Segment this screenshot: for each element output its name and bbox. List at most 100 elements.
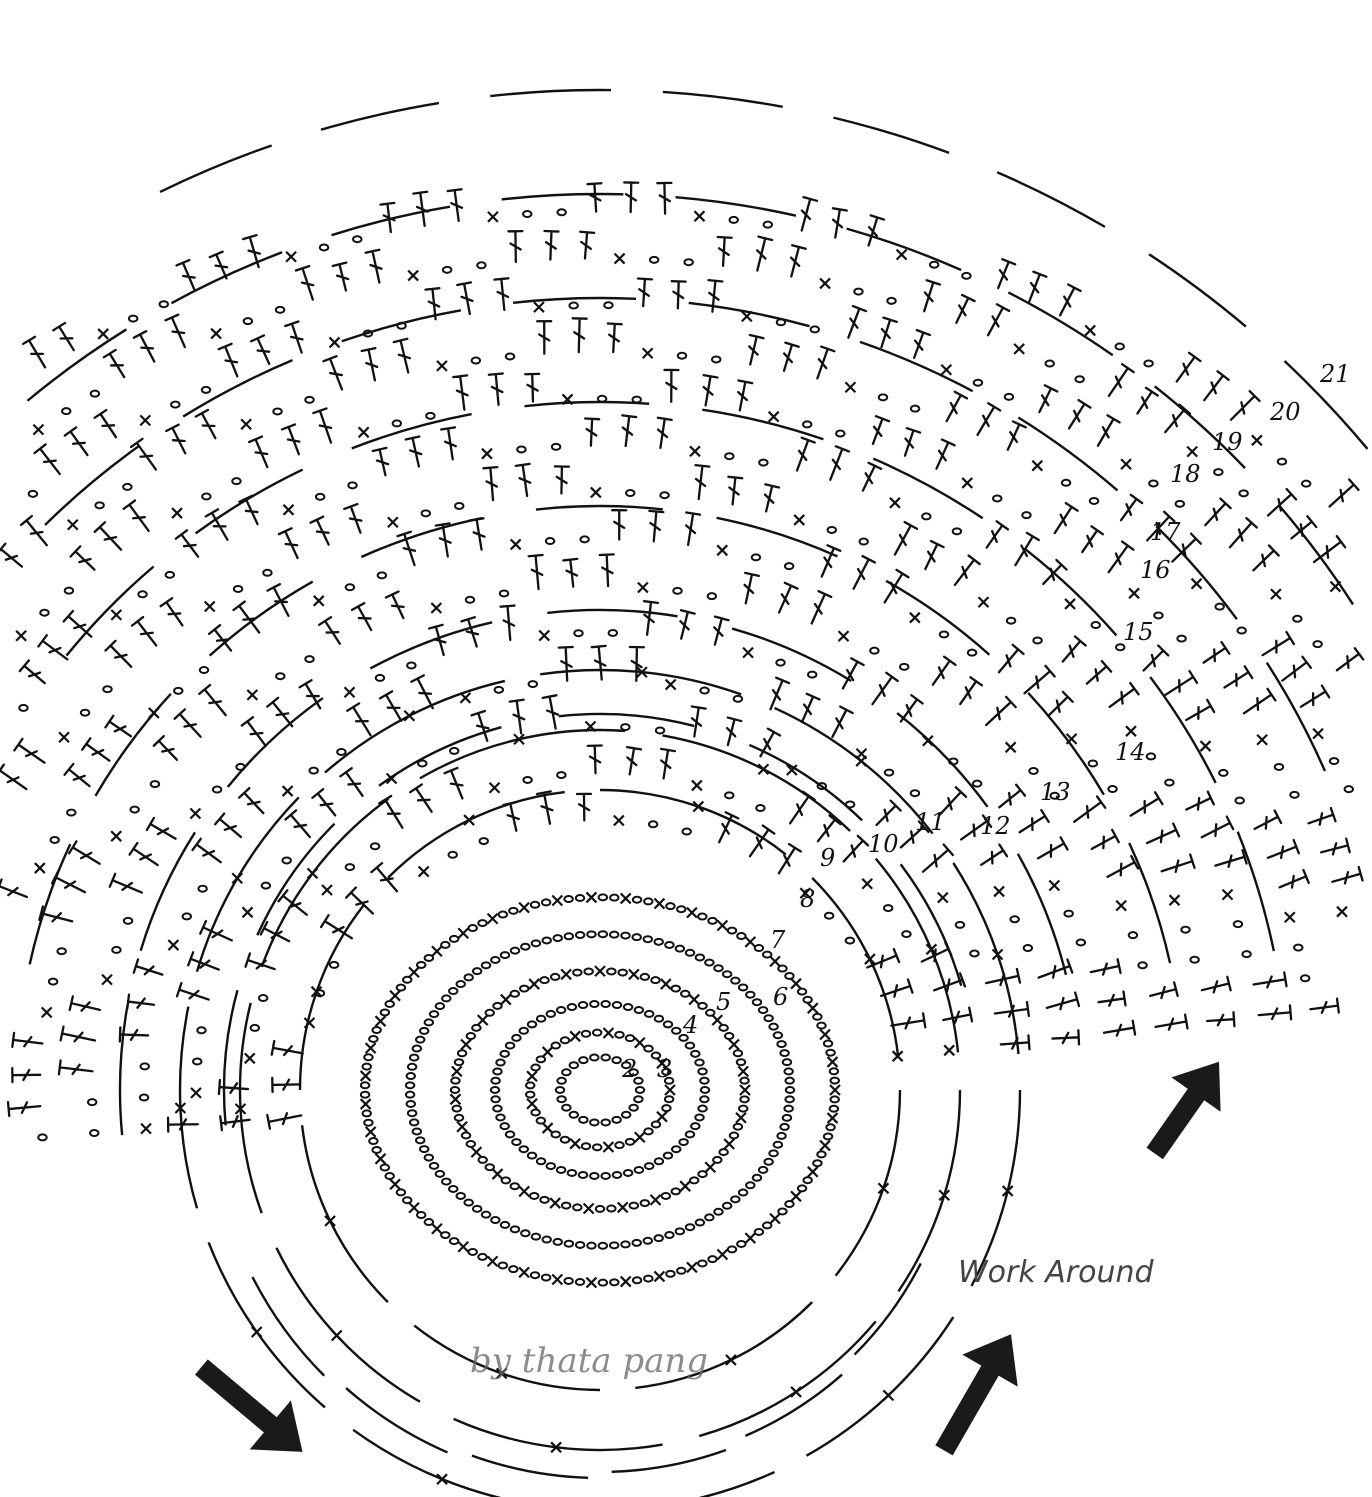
single-crochet: [419, 867, 429, 877]
chain-stitch: [573, 1204, 581, 1210]
chain-stitch: [420, 1146, 428, 1152]
chain-stitch: [276, 673, 284, 679]
chain-loop: [901, 864, 962, 985]
single-crochet: [519, 1267, 529, 1277]
double-crochet: [1230, 518, 1257, 547]
chain-stitch: [103, 686, 111, 692]
chain-stitch: [695, 1114, 703, 1120]
double-crochet: [457, 282, 472, 314]
single-crochet: [591, 487, 601, 497]
chain-stitch: [88, 1099, 96, 1105]
chain-stitch: [363, 1064, 371, 1070]
double-crochet: [1254, 972, 1287, 987]
double-crochet: [1121, 495, 1142, 520]
double-crochet: [658, 418, 672, 448]
round-label: 7: [770, 926, 786, 954]
double-crochet: [175, 709, 201, 736]
chain-stitch: [684, 259, 692, 265]
double-crochet: [1207, 1012, 1234, 1026]
single-crochet: [1285, 912, 1295, 922]
chain-stitch: [369, 1138, 377, 1144]
chain-stitch: [451, 1087, 459, 1093]
chain-stitch: [140, 1095, 148, 1101]
chain-stitch: [455, 1115, 463, 1121]
single-crochet: [1032, 461, 1042, 471]
single-crochet: [141, 1124, 151, 1134]
double-crochet: [373, 448, 388, 475]
chain-stitch: [644, 936, 652, 942]
chain-stitch: [557, 772, 565, 778]
chain-stitch: [784, 1106, 792, 1112]
single-crochet: [33, 425, 43, 435]
double-crochet: [59, 1060, 92, 1074]
double-crochet: [728, 477, 742, 505]
chain-stitch: [491, 1217, 499, 1223]
chain-loop: [197, 797, 299, 971]
chain-stitch: [259, 995, 267, 1001]
chain-stitch: [1064, 911, 1072, 917]
single-crochet: [232, 873, 242, 883]
chain-stitch: [1290, 792, 1298, 798]
chain-stitch: [198, 886, 206, 892]
double-crochet: [177, 983, 209, 1000]
single-crochet: [827, 1113, 837, 1123]
double-crochet: [106, 641, 132, 667]
chain-stitch: [1302, 481, 1310, 487]
chain-stitch: [803, 1177, 811, 1183]
chain-stitch: [686, 1224, 694, 1230]
chain-stitch: [244, 318, 252, 324]
single-crochet: [432, 1224, 442, 1234]
chain-stitch: [879, 394, 887, 400]
chain-stitch: [141, 1063, 149, 1069]
single-crochet: [680, 1181, 690, 1191]
chain-stitch: [552, 444, 560, 450]
chain-stitch: [824, 1133, 832, 1139]
double-crochet: [588, 745, 602, 773]
chain-stitch: [691, 1123, 699, 1129]
chain-stitch: [598, 396, 606, 402]
double-crochet: [1107, 856, 1137, 877]
double-crochet: [352, 603, 371, 630]
chain-stitch: [813, 1014, 821, 1020]
chain-stitch: [1219, 770, 1227, 776]
chain-stitch: [174, 688, 182, 694]
chain-stitch: [587, 1243, 595, 1249]
chain-stitch: [112, 947, 120, 953]
single-crochet: [717, 545, 727, 555]
chain-stitch: [714, 965, 722, 971]
double-crochet: [543, 695, 558, 728]
double-crochet: [1069, 400, 1090, 428]
double-crochet: [832, 707, 852, 737]
chain-stitch: [644, 1046, 652, 1052]
chain-stitch: [376, 675, 384, 681]
chain-stitch: [831, 1078, 839, 1084]
single-crochet: [794, 515, 804, 525]
double-crochet: [53, 323, 74, 350]
double-crochet: [239, 496, 257, 524]
chain-stitch: [1234, 921, 1242, 927]
single-crochet: [314, 596, 324, 606]
double-crochet: [1001, 1035, 1030, 1049]
single-crochet: [758, 764, 768, 774]
chain-stitch: [408, 1110, 416, 1116]
chain-stitch: [700, 688, 708, 694]
double-crochet: [23, 337, 45, 368]
chain-stitch: [573, 970, 581, 976]
single-crochet: [845, 382, 855, 392]
chain-stitch: [930, 262, 938, 268]
chain-stitch: [599, 1243, 607, 1249]
chain-stitch: [651, 977, 659, 983]
double-crochet: [1202, 977, 1231, 993]
double-crochet: [881, 318, 896, 348]
double-crochet: [680, 610, 694, 638]
chain-stitch: [887, 298, 895, 304]
chain-stitch: [138, 591, 146, 597]
double-crochet: [0, 544, 22, 567]
chain-stitch: [664, 1021, 672, 1027]
chain-stitch: [67, 810, 75, 816]
chain-stitch: [520, 986, 528, 992]
chain-stitch: [193, 1058, 201, 1064]
chain-stitch: [410, 1055, 418, 1061]
chain-stitch: [406, 1082, 414, 1088]
chain-stitch: [40, 610, 48, 616]
